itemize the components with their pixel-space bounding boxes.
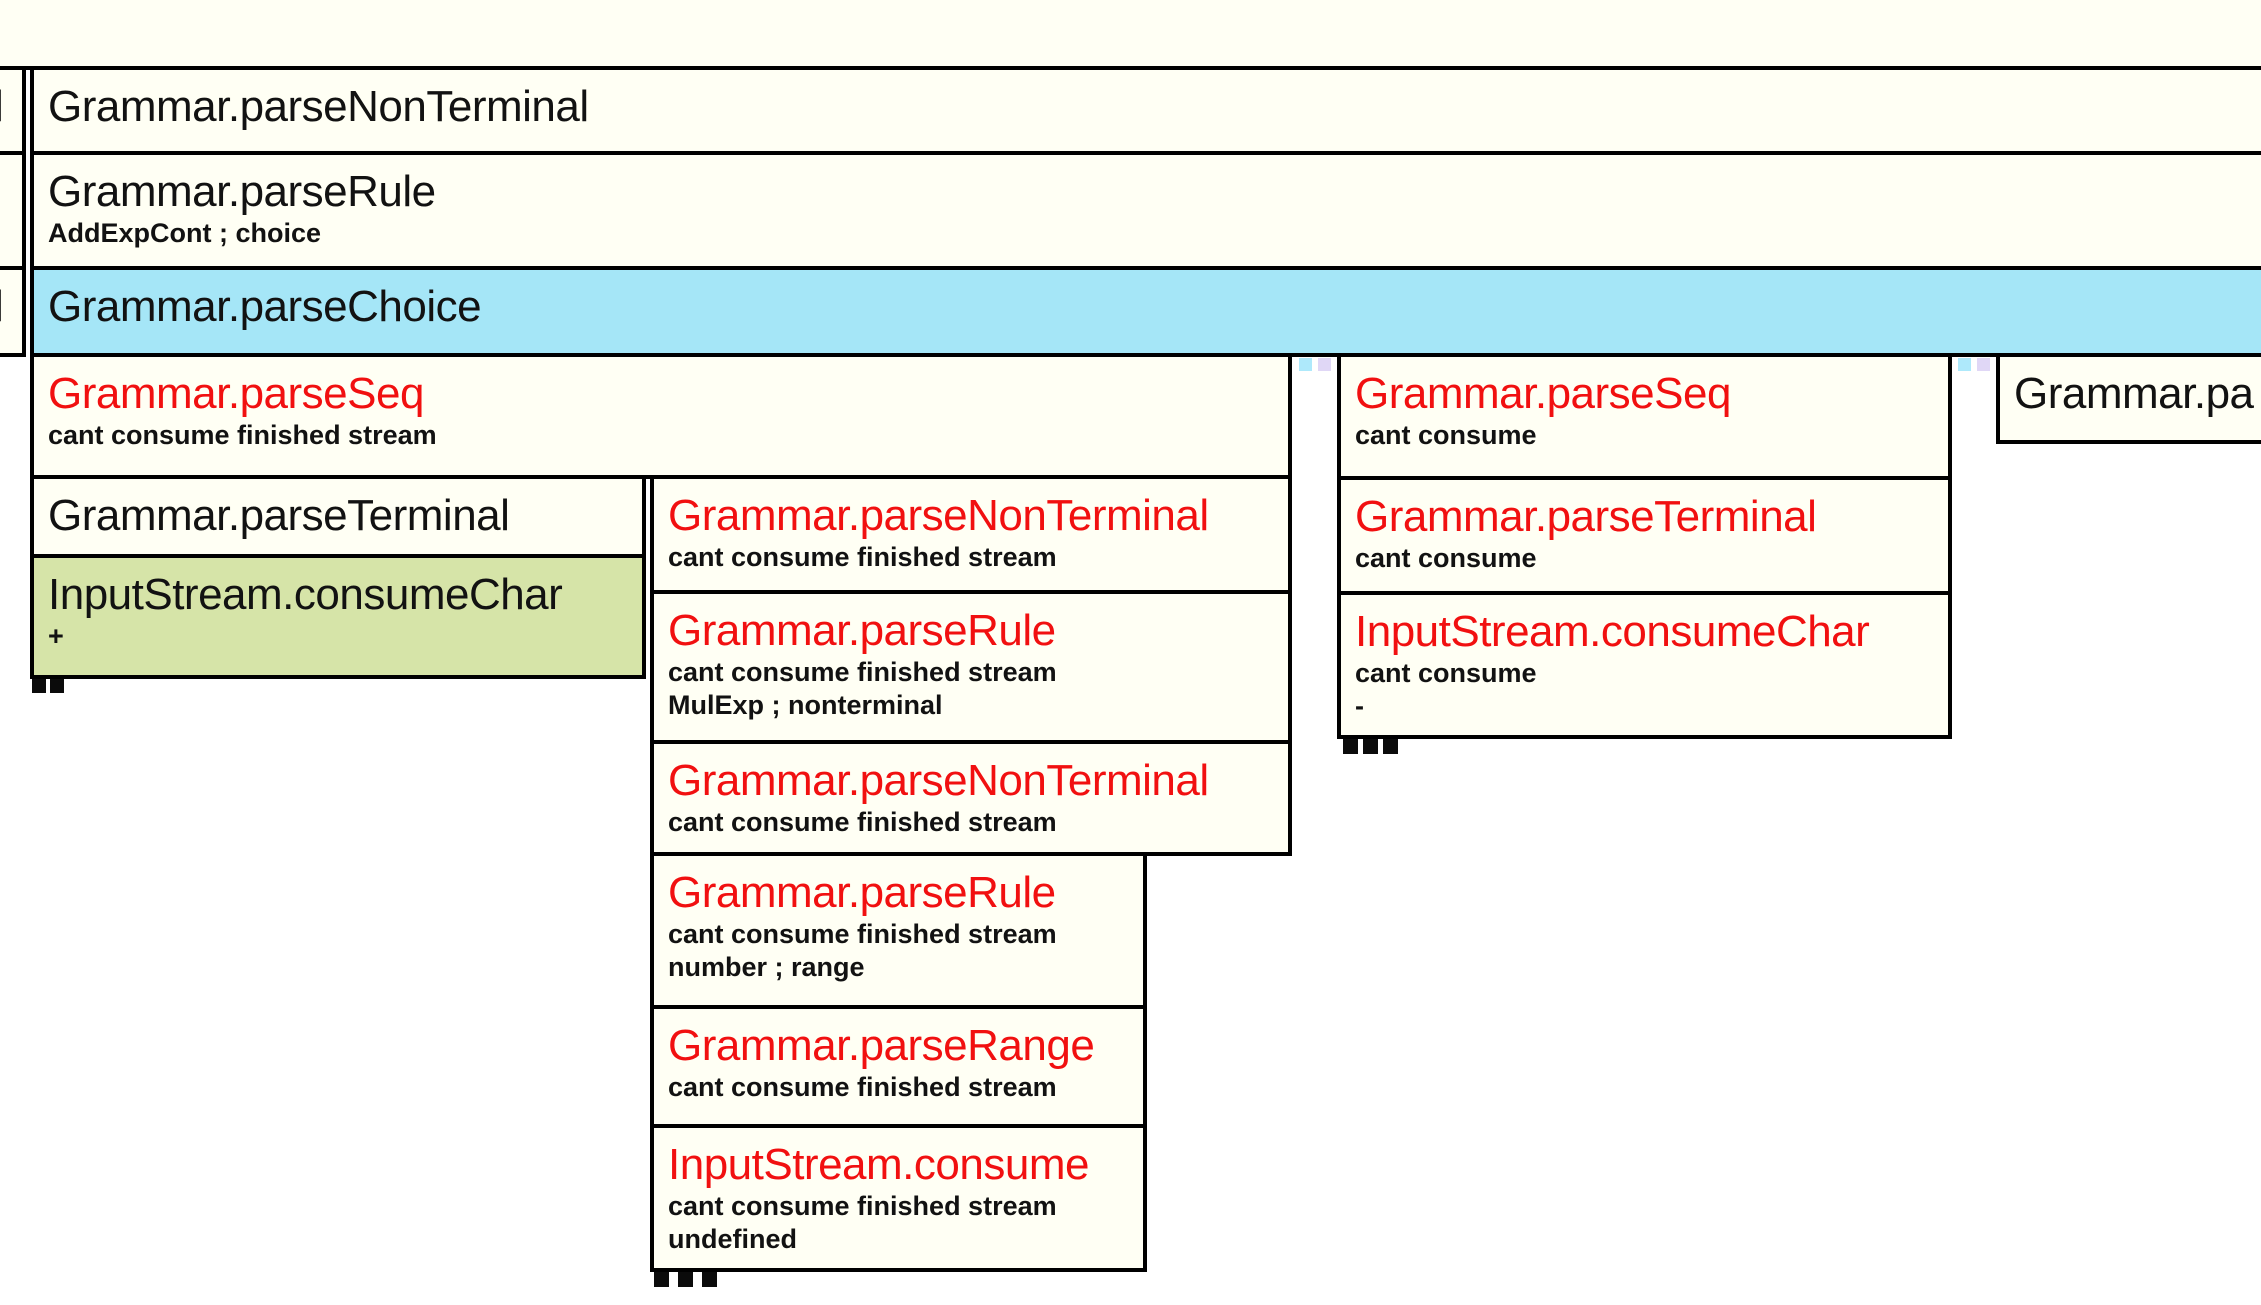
trace-box-parse-terminal-left[interactable]: Grammar.parseTerminal xyxy=(30,475,646,558)
trace-box-title: Grammar.parseSeq xyxy=(1355,369,1731,418)
trace-box-parse-terminal-middle[interactable]: Grammar.parseTerminal cant consume xyxy=(1337,476,1952,595)
trace-box-subtitle: cant consume finished stream xyxy=(668,657,1057,687)
trace-box-subtitle: AddExpCont ; choice xyxy=(48,218,322,248)
trace-box-title: Grammar.parseNonTerminal xyxy=(668,491,1209,540)
trace-box-root[interactable] xyxy=(0,0,2261,70)
trace-box-title: InputStream.consumeChar xyxy=(48,570,563,619)
trace-box-subtitle: - xyxy=(1355,691,1364,721)
trace-box-fail-parse-rule-1[interactable]: Grammar.parseRule cant consume finished … xyxy=(650,590,1292,744)
trace-box-parse-right-clipped[interactable]: Grammar.pa xyxy=(1996,353,2261,444)
trace-box-fail-parse-nonterminal-2[interactable]: Grammar.parseNonTerminal cant consume fi… xyxy=(650,740,1292,856)
trace-box-subtitle: number ; range xyxy=(668,952,865,982)
trace-box-title: Grammar.pa xyxy=(2014,369,2254,418)
elided-frame-marker-lavender[interactable] xyxy=(1318,358,1331,371)
trace-box-subtitle: cant consume xyxy=(1355,420,1537,450)
collapsed-children-square[interactable] xyxy=(678,1272,693,1287)
trace-box-title: Grammar.parseTerminal xyxy=(1355,492,1817,541)
trace-box-parse-nonterminal-row[interactable]: Grammar.parseNonTerminal xyxy=(30,66,2261,155)
trace-box-subtitle: cant consume finished stream xyxy=(668,919,1057,949)
collapsed-children-square[interactable] xyxy=(1343,739,1358,754)
collapsed-children-square[interactable] xyxy=(702,1272,717,1287)
elided-frame-marker-cyan[interactable] xyxy=(1299,358,1312,371)
trace-box-parse-seq-middle[interactable]: Grammar.parseSeq cant consume xyxy=(1337,353,1952,480)
trace-box-subtitle: undefined xyxy=(668,1224,797,1254)
trace-box-subtitle: cant consume finished stream xyxy=(668,807,1057,837)
collapsed-children-square[interactable] xyxy=(32,679,46,693)
trace-box-title: Grammar.parseRule xyxy=(48,167,436,216)
trace-box-title: Grammar.parseChoice xyxy=(48,282,482,331)
trace-box-fail-parse-rule-2[interactable]: Grammar.parseRule cant consume finished … xyxy=(650,852,1147,1009)
trace-box-title: InputStream.consume xyxy=(668,1140,1089,1189)
collapsed-children-square[interactable] xyxy=(654,1272,669,1287)
trace-box-subtitle: cant consume finished stream xyxy=(48,420,437,450)
trace-box-title: Grammar.parseNonTerminal xyxy=(48,82,589,131)
trace-box-consume-char-middle[interactable]: InputStream.consumeChar cant consume - xyxy=(1337,591,1952,739)
trace-box-subtitle: cant consume finished stream xyxy=(668,1072,1057,1102)
trace-box-title: Grammar.parseRule xyxy=(668,868,1056,917)
trace-box-fail-parse-range[interactable]: Grammar.parseRange cant consume finished… xyxy=(650,1005,1147,1128)
trace-box-subtitle: MulExp ; nonterminal xyxy=(668,690,943,720)
trace-box-clipped-fragment[interactable]: l xyxy=(0,266,26,357)
trace-box-title: Grammar.parseNonTerminal xyxy=(668,756,1209,805)
trace-box-subtitle: cant consume xyxy=(1355,658,1537,688)
trace-box-fail-parse-nonterminal-1[interactable]: Grammar.parseNonTerminal cant consume fi… xyxy=(650,475,1292,594)
trace-box-parse-rule-row[interactable]: Grammar.parseRule AddExpCont ; choice xyxy=(30,151,2261,270)
trace-box-title: InputStream.consumeChar xyxy=(1355,607,1870,656)
trace-box-clipped-fragment[interactable] xyxy=(0,151,26,270)
trace-box-subtitle: cant consume xyxy=(1355,543,1537,573)
clipped-fragment-text: l xyxy=(0,82,22,132)
trace-box-subtitle: cant consume finished stream xyxy=(668,1191,1057,1221)
collapsed-children-square[interactable] xyxy=(50,679,64,693)
trace-box-title: Grammar.parseRule xyxy=(668,606,1056,655)
elided-frame-marker-cyan[interactable] xyxy=(1958,358,1971,371)
trace-box-fail-input-stream-consume[interactable]: InputStream.consume cant consume finishe… xyxy=(650,1124,1147,1272)
trace-box-title: Grammar.parseRange xyxy=(668,1021,1095,1070)
clipped-fragment-text: l xyxy=(0,282,22,332)
collapsed-children-square[interactable] xyxy=(1363,739,1378,754)
elided-frame-marker-lavender[interactable] xyxy=(1977,358,1990,371)
trace-box-subtitle: + xyxy=(48,621,64,651)
trace-box-parse-seq-left[interactable]: Grammar.parseSeq cant consume finished s… xyxy=(30,353,1292,479)
trace-box-consume-char-success[interactable]: InputStream.consumeChar + xyxy=(30,554,646,679)
trace-box-subtitle: cant consume finished stream xyxy=(668,542,1057,572)
trace-box-title: Grammar.parseTerminal xyxy=(48,491,510,540)
trace-box-parse-choice-row-selected[interactable]: Grammar.parseChoice xyxy=(30,266,2261,357)
trace-box-title: Grammar.parseSeq xyxy=(48,369,424,418)
collapsed-children-square[interactable] xyxy=(1383,739,1398,754)
trace-box-clipped-fragment[interactable]: l xyxy=(0,66,26,155)
